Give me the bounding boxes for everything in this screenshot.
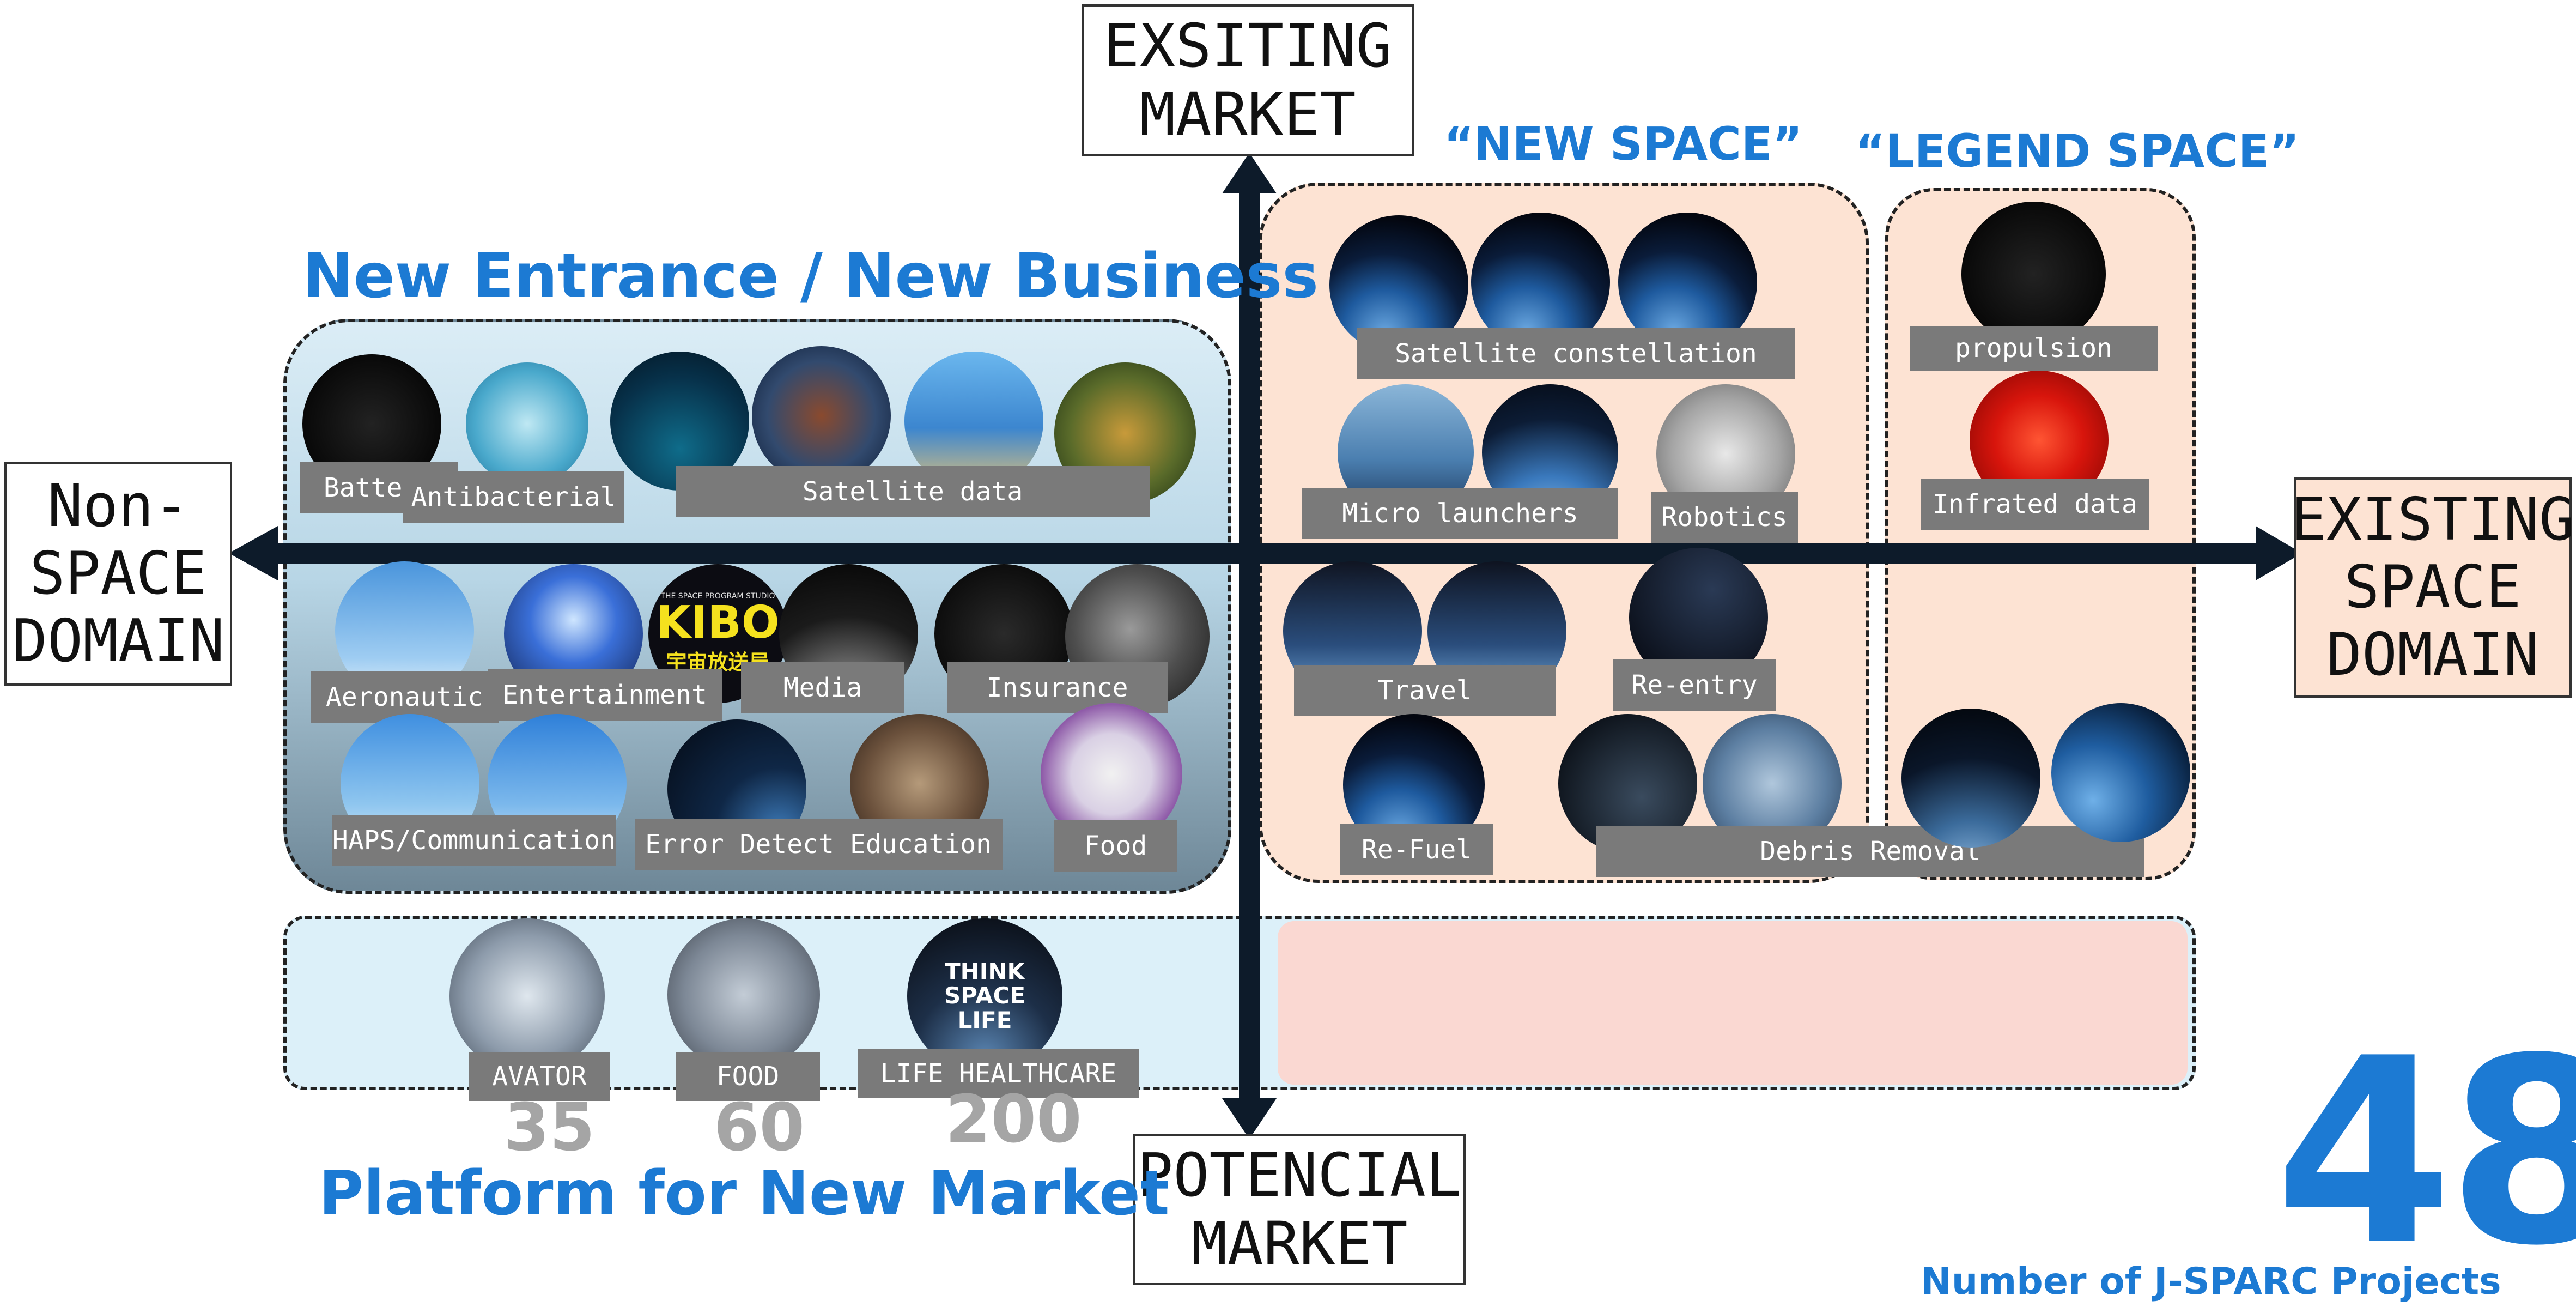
satellite-data-image-2 <box>752 346 891 485</box>
axis-left-line-2: SPACE <box>29 539 207 608</box>
label-propulsion: propulsion <box>1910 326 2158 371</box>
axis-top-line-2: MARKET <box>1139 80 1356 149</box>
label-re-fuel: Re-Fuel <box>1340 824 1493 875</box>
axis-label-right: EXISTING SPACE DOMAIN <box>2291 477 2575 698</box>
axis-left-line-1: Non- <box>47 471 190 540</box>
axis-left-line-3: DOMAIN <box>11 607 225 676</box>
heading-new-business: New Entrance / New Business <box>302 241 1319 312</box>
number-food: 60 <box>714 1090 805 1166</box>
axis-bottom-line-1: POTENCIAL <box>1137 1140 1462 1210</box>
label-satellite-data: Satellite data <box>676 466 1150 517</box>
food-platform-image <box>667 918 820 1071</box>
axis-label-bottom: POTENCIAL MARKET <box>1133 1134 1466 1285</box>
label-antibacterial: Antibacterial <box>403 471 624 523</box>
label-debris-removal: Debris Removal <box>1596 826 2144 877</box>
label-robotics: Robotics <box>1651 492 1798 543</box>
heading-platform: Platform for New Market <box>319 1158 1170 1229</box>
project-count: 48 <box>2275 1003 2576 1302</box>
legend-satellite-image-1 <box>1901 709 2040 848</box>
axis-top-line-1: EXSITING <box>1103 10 1392 81</box>
axis-right-line-1: EXISTING <box>2291 485 2575 554</box>
label-media: Media <box>741 662 904 713</box>
kibo-logo-top: THE SPACE PROGRAM STUDIO <box>660 592 775 601</box>
axis-bottom-line-2: MARKET <box>1191 1209 1408 1279</box>
legend-satellite-image-2 <box>2051 703 2190 842</box>
label-satellite-constellation: Satellite constellation <box>1357 328 1795 379</box>
axis-right-line-2: SPACE <box>2344 553 2522 621</box>
label-food: Food <box>1054 820 1177 872</box>
avator-image <box>449 918 605 1074</box>
propulsion-image <box>1961 202 2106 346</box>
antibacterial-image <box>466 362 588 485</box>
label-re-entry: Re-entry <box>1613 659 1776 711</box>
label-error-detect: Error Detect <box>635 819 845 870</box>
label-travel: Travel <box>1294 665 1556 716</box>
heading-new-space: “NEW SPACE” <box>1444 117 1803 171</box>
label-entertainment: Entertainment <box>488 669 722 721</box>
top-arrowhead <box>1222 153 1277 193</box>
label-insurance: Insurance <box>947 662 1168 713</box>
label-education: Education <box>839 819 1003 870</box>
kibo-logo-main: KIBO <box>656 597 780 649</box>
axis-label-top: EXSITING MARKET <box>1082 4 1414 156</box>
think-logo-line-2: SPACE <box>944 982 1026 1009</box>
label-haps: HAPS/Communication <box>332 815 616 866</box>
project-count-caption: Number of J-SPARC Projects <box>1921 1260 2501 1303</box>
platform-pink-area <box>1278 921 2188 1085</box>
number-avator: 35 <box>504 1090 595 1166</box>
think-space-life-image: THINK SPACE LIFE <box>907 918 1062 1074</box>
label-micro-launchers: Micro launchers <box>1302 488 1618 539</box>
bottom-arrowhead <box>1222 1098 1277 1139</box>
right-arrowhead <box>2256 526 2302 580</box>
left-arrowhead <box>229 526 278 580</box>
think-logo-line-3: LIFE <box>957 1006 1012 1033</box>
axis-label-left: Non- SPACE DOMAIN <box>4 462 232 686</box>
label-life-healthcare: LIFE HEALTHCARE <box>858 1049 1139 1098</box>
think-logo-line-1: THINK <box>944 958 1025 985</box>
label-food-platform: FOOD <box>676 1052 820 1101</box>
heading-legend-space: “LEGEND SPACE” <box>1855 124 2300 178</box>
label-infrared-data: Infrated data <box>1921 479 2149 530</box>
label-avator: AVATOR <box>469 1052 610 1101</box>
axis-right-line-3: DOMAIN <box>2326 621 2539 689</box>
number-life-healthcare: 200 <box>945 1082 1082 1158</box>
